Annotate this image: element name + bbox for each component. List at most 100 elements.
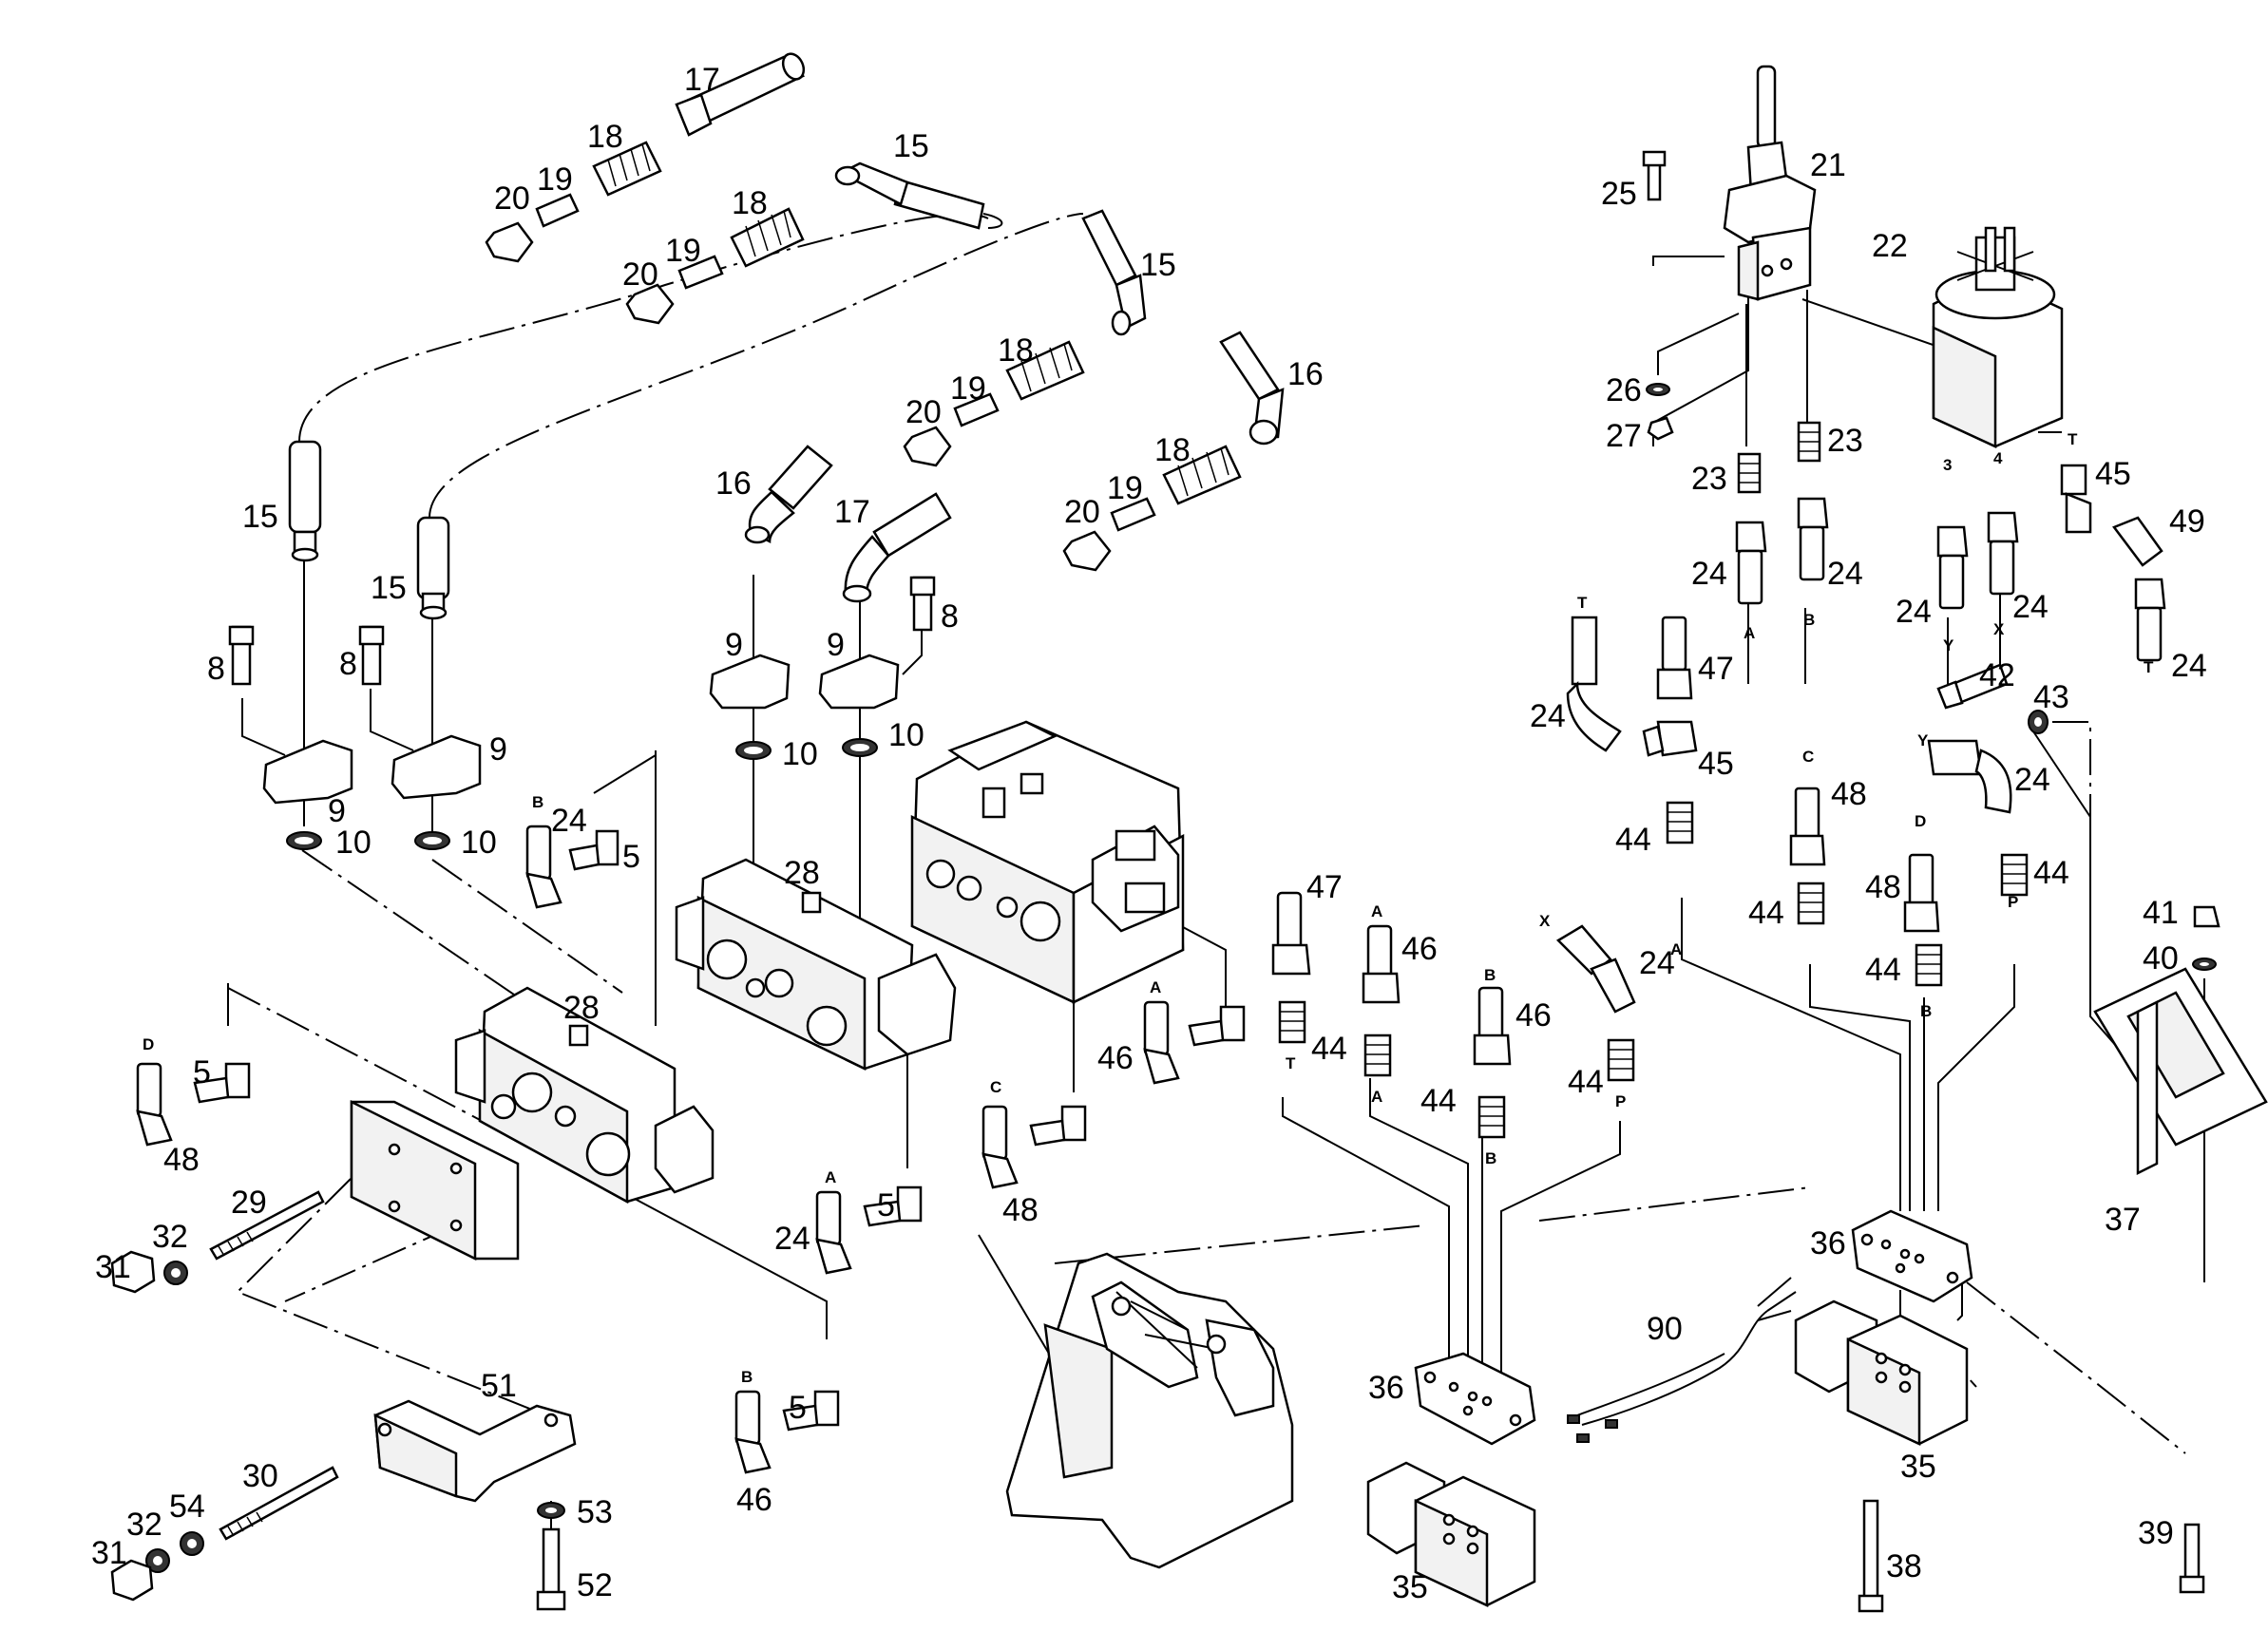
manifold-plate-36-a [1414, 1352, 1536, 1446]
callout-32b: 32 [126, 1507, 162, 1543]
port-X-1: X [1539, 912, 1551, 930]
port-3: 3 [1943, 456, 1952, 474]
manifold-plate-36-b [1851, 1209, 1973, 1303]
callout-24f: 24 [1896, 594, 1932, 630]
fitting-48-5-b [982, 1105, 1087, 1189]
hose-assemblies [288, 52, 1285, 620]
callout-53: 53 [577, 1494, 613, 1530]
fitting-47-a [1271, 891, 1311, 976]
callout-27: 27 [1606, 418, 1642, 454]
callout-42: 42 [1979, 657, 2015, 693]
port-Y-1: Y [1943, 636, 1954, 654]
callout-46c: 46 [1401, 931, 1438, 967]
fitting-46-b [1473, 986, 1512, 1066]
straight-fittings [1271, 891, 1636, 1139]
port-A-1: A [825, 1168, 836, 1186]
hose-16-middle [744, 445, 833, 544]
callout-37: 37 [2105, 1202, 2141, 1238]
callout-21: 21 [1810, 147, 1846, 183]
callout-labels: 17 18 19 20 15 18 19 20 15 18 19 20 16 1… [91, 62, 2207, 1605]
port-Y-2: Y [1917, 731, 1929, 749]
plate [350, 1099, 520, 1261]
callout-44b: 44 [1420, 1083, 1457, 1119]
hose-17-top [675, 52, 806, 137]
hose-15-left [288, 440, 322, 562]
mounting-hardware [110, 1099, 577, 1611]
callout-46d: 46 [1515, 997, 1552, 1034]
fitting-48-5-a [136, 1062, 251, 1147]
callout-49: 49 [2169, 503, 2205, 540]
hose-15-right [1081, 209, 1147, 336]
callout-36a: 36 [1368, 1370, 1404, 1406]
nipple-44-a [1278, 1000, 1306, 1044]
pump-assembly [1932, 226, 2064, 448]
callout-19b: 19 [665, 233, 701, 269]
valve-block-28-lower [454, 986, 715, 1204]
callout-40: 40 [2143, 940, 2179, 977]
callout-24e: 24 [1827, 556, 1863, 592]
callout-5d: 5 [789, 1390, 807, 1426]
port-A-6: A [1670, 940, 1682, 958]
callout-15b: 15 [1140, 247, 1176, 283]
stud-30 [219, 1466, 339, 1541]
bracket-51 [373, 1399, 577, 1503]
callout-18d: 18 [1154, 432, 1191, 468]
callout-24c: 24 [1639, 945, 1675, 981]
callout-20a: 20 [494, 180, 530, 217]
callout-48b: 48 [1002, 1192, 1039, 1228]
callout-29: 29 [231, 1185, 267, 1221]
callout-19a: 19 [537, 161, 573, 198]
port-T-1: T [1286, 1054, 1296, 1072]
callout-31b: 31 [91, 1535, 127, 1571]
port-4: 4 [1993, 449, 2003, 467]
port-labels: B D A C A B A B T A B X P A B 3 4 Y X T … [143, 430, 2154, 1386]
callout-44d: 44 [1615, 822, 1651, 858]
fitting-24-5-b [815, 1185, 923, 1275]
callout-44e: 44 [1748, 895, 1784, 931]
callout-44g: 44 [2033, 855, 2069, 891]
callout-19c: 19 [950, 370, 986, 407]
callout-39: 39 [2138, 1515, 2174, 1551]
port-X-2: X [1993, 620, 2005, 638]
fitting-46-a [1362, 924, 1401, 1004]
port-B-5: B [1803, 611, 1815, 629]
hose-15-left-2 [416, 516, 450, 620]
union-fittings [485, 141, 1242, 572]
callout-24g: 24 [2012, 589, 2049, 625]
callout-10c: 10 [782, 736, 818, 772]
port-B-4: B [1485, 1149, 1496, 1167]
callout-45b: 45 [1698, 746, 1734, 782]
callout-31a: 31 [95, 1249, 131, 1285]
main-control-valve [910, 720, 1185, 1004]
port-A-4: A [1371, 1088, 1382, 1106]
callout-10a: 10 [335, 825, 372, 861]
callout-90: 90 [1647, 1311, 1683, 1347]
callout-28a: 28 [784, 855, 820, 891]
port-P-2: P [2008, 893, 2018, 911]
port-A-3: A [1371, 902, 1382, 920]
port-C-2: C [1802, 748, 1814, 766]
callout-5a: 5 [622, 839, 640, 875]
callout-45a: 45 [2095, 456, 2131, 492]
callout-36b: 36 [1810, 1225, 1846, 1261]
callout-24h: 24 [2171, 648, 2207, 684]
hose-15-top [834, 161, 1003, 230]
fitting-46-5-d [1143, 1000, 1246, 1085]
callout-30: 30 [242, 1458, 278, 1494]
callout-24j: 24 [2014, 762, 2050, 798]
frame [1005, 1252, 1294, 1569]
solenoid-valves [1366, 1299, 1969, 1607]
callout-15c: 15 [242, 499, 278, 535]
fitting-24-5-left [525, 825, 619, 909]
callout-17a: 17 [684, 62, 720, 98]
callout-19d: 19 [1107, 470, 1143, 506]
callout-18a: 18 [587, 119, 623, 155]
callout-32a: 32 [152, 1219, 188, 1255]
hose-17-middle [842, 492, 952, 603]
callout-24d: 24 [1691, 556, 1727, 592]
solenoid-valve-35-b [1794, 1299, 1969, 1446]
callout-48a: 48 [163, 1142, 200, 1178]
flange-clamps [228, 576, 936, 850]
callout-24a: 24 [551, 803, 587, 839]
